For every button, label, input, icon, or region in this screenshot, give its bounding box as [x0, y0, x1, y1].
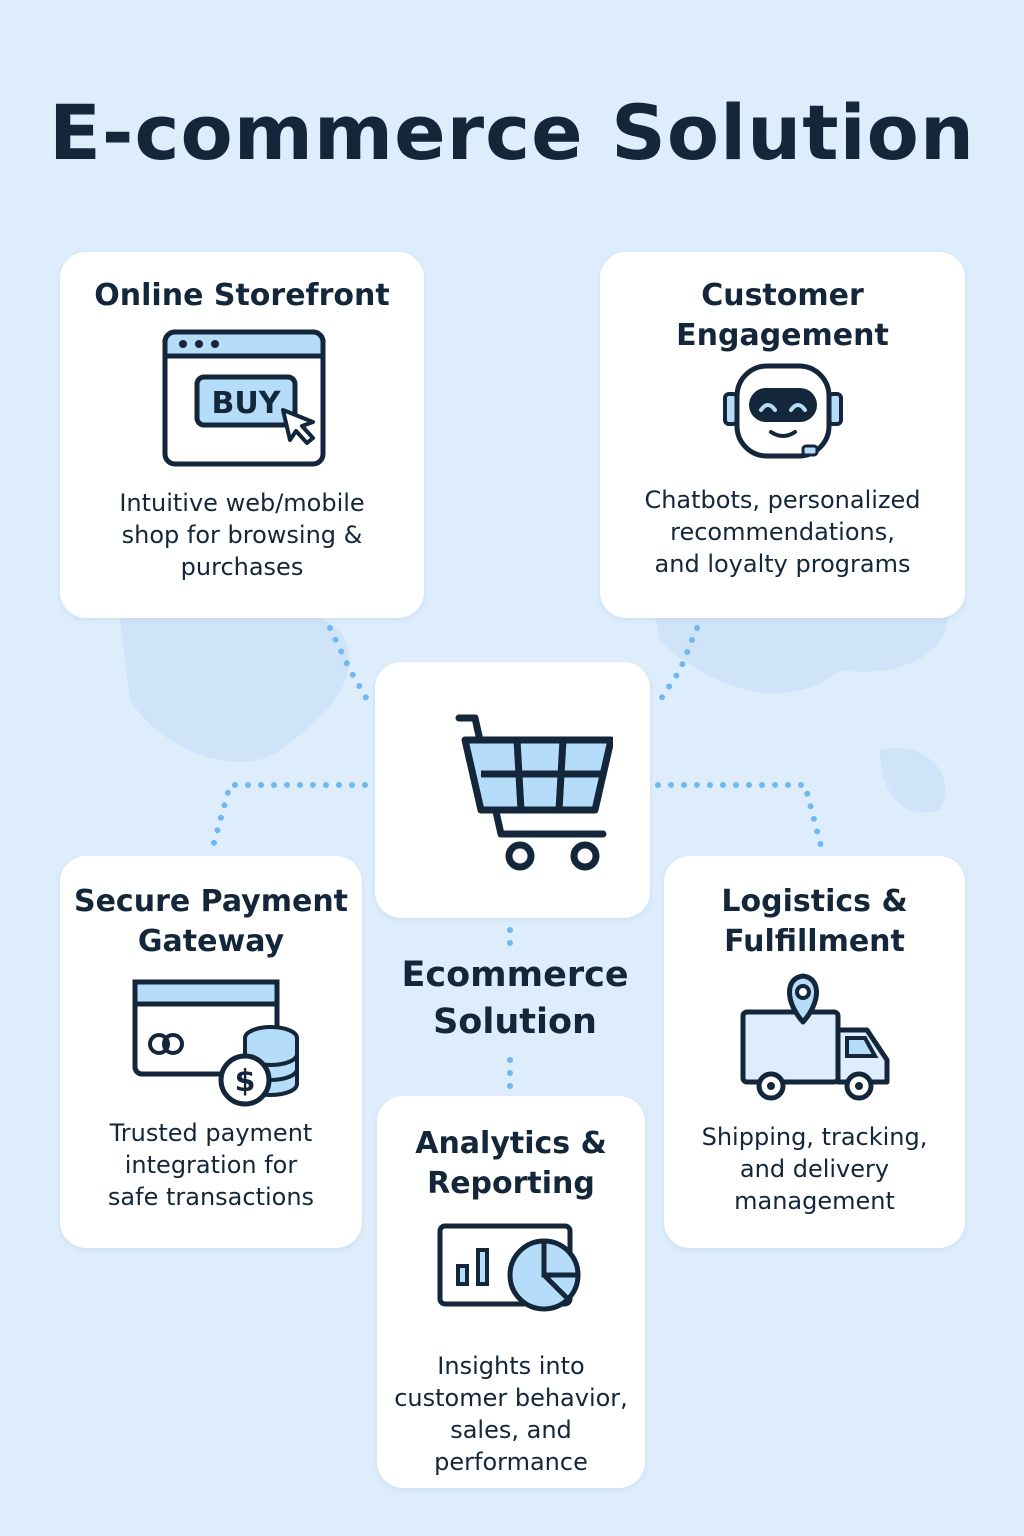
buy-label: BUY [212, 386, 282, 421]
connector-storefront [327, 625, 375, 711]
card-title: Analytics & [415, 1126, 607, 1161]
card-title: Engagement [676, 318, 889, 353]
center-label: Ecommerce Solution [395, 952, 635, 1046]
card-customer-engagement: Customer Engagement Chatbots, personaliz… [600, 252, 965, 618]
page-title: E-commerce Solution [49, 88, 975, 177]
card-title: Secure Payment [73, 884, 349, 919]
credit-card-coins-icon: $ [132, 979, 299, 1107]
card-desc-line: sales, and [450, 1416, 572, 1444]
connector-logistics [655, 782, 825, 853]
card-desc-line: performance [434, 1448, 588, 1476]
card-secure-payment-gateway: Secure Payment Gateway $ Trusted payment… [60, 856, 362, 1248]
card-desc-line: shop for browsing & [121, 521, 363, 549]
card-online-storefront: Online Storefront BUY Intuitive web/mobi… [60, 252, 424, 618]
card-desc-line: and delivery [739, 1155, 890, 1183]
connector-engagement [652, 625, 700, 711]
analytics-chart-icon [437, 1223, 581, 1312]
browser-buy-button-icon: BUY [162, 329, 326, 467]
card-desc-line: recommendations, [670, 518, 895, 546]
delivery-truck-icon [740, 973, 889, 1101]
card-title: Logistics & [721, 884, 908, 919]
svg-text:$: $ [235, 1064, 256, 1099]
chatbot-icon [722, 363, 843, 459]
card-analytics-reporting: Analytics & Reporting Insights into cust… [377, 1096, 645, 1488]
card-desc-line: management [734, 1187, 895, 1215]
card-title: Fulfillment [724, 924, 905, 959]
center-cart-card [375, 662, 650, 918]
card-desc-line: Intuitive web/mobile [119, 489, 365, 517]
card-desc-line: Shipping, tracking, [701, 1123, 928, 1151]
center-label-line: Solution [433, 1002, 597, 1042]
card-desc-line: purchases [180, 553, 304, 581]
card-title: Reporting [427, 1166, 595, 1201]
card-desc-line: customer behavior, [394, 1384, 628, 1412]
card-desc-line: integration for [124, 1151, 298, 1179]
shopping-cart-icon [455, 714, 613, 871]
card-title: Customer [701, 278, 864, 313]
card-logistics-fulfillment: Logistics & Fulfillment Shipping, tracki… [664, 856, 965, 1248]
card-desc-line: Trusted payment [109, 1119, 313, 1147]
card-desc-line: Chatbots, personalized [644, 486, 921, 514]
card-title: Online Storefront [94, 278, 390, 313]
connector-payment [209, 782, 368, 853]
card-desc-line: Insights into [437, 1352, 585, 1380]
card-title: Gateway [137, 924, 285, 959]
card-desc-line: safe transactions [107, 1183, 315, 1211]
card-desc-line: and loyalty programs [654, 550, 911, 578]
center-label-line: Ecommerce [401, 955, 629, 995]
